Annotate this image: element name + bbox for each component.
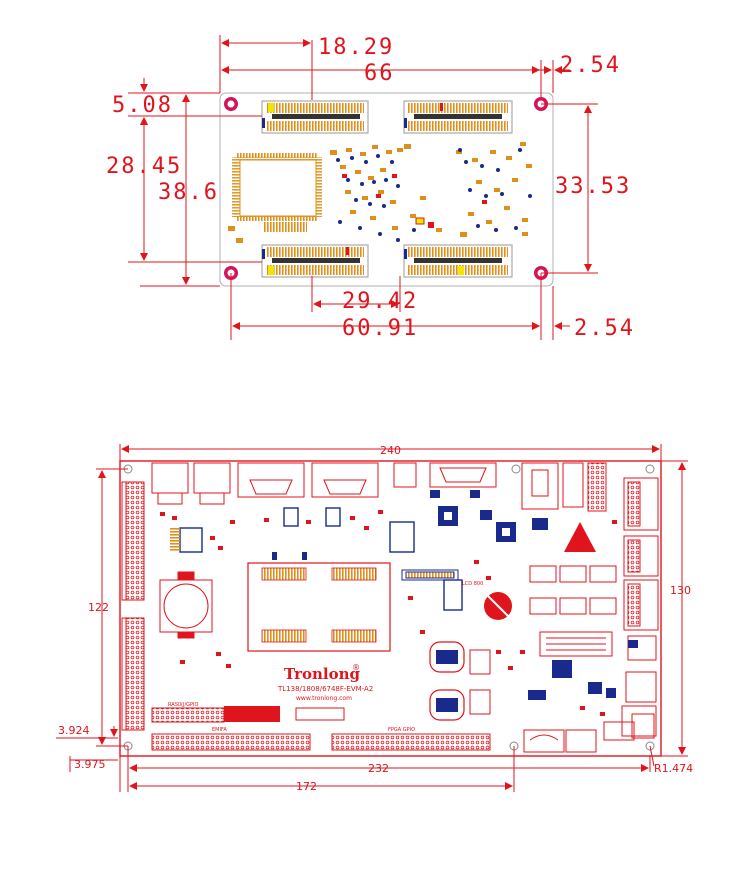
brand-logo-text: Tronlong bbox=[284, 665, 360, 683]
led-switch-array bbox=[529, 565, 617, 657]
lcd-connector bbox=[401, 569, 459, 581]
dim-eval-hole-pitch-horizontal: 232 bbox=[368, 762, 389, 775]
eval-hole-mid-right bbox=[511, 464, 521, 474]
core-main-chip bbox=[232, 153, 322, 232]
dim-core-bottom-right-offset: 2.54 bbox=[574, 316, 635, 341]
eval-ics bbox=[170, 490, 638, 700]
left-header-lower bbox=[125, 617, 145, 731]
core-connector-bottom-right bbox=[403, 244, 513, 278]
right-header-2 bbox=[623, 535, 659, 577]
core-board-outline bbox=[219, 92, 554, 287]
dim-eval-left-hole-pitch: 122 bbox=[88, 601, 109, 614]
dim-eval-hole-x-left: 3.924 bbox=[58, 724, 90, 737]
dim-eval-partial-length: 172 bbox=[296, 780, 317, 793]
right-header-3 bbox=[623, 579, 659, 631]
dim-core-total-height: 38.6 bbox=[158, 180, 219, 205]
core-connector-top-right bbox=[403, 100, 513, 134]
dim-core-conn-width: 18.29 bbox=[318, 35, 394, 60]
dim-core-top-hole-offset: 5.08 bbox=[112, 93, 173, 118]
emifa-label: EMIFA bbox=[212, 727, 227, 733]
left-header-upper bbox=[125, 481, 145, 601]
core-connector-bottom-left bbox=[261, 244, 369, 278]
dim-eval-total-height: 130 bbox=[670, 584, 691, 597]
eval-silkscreen: Tronlong ® TL138/1808/6748F-EVM-A2 www.t… bbox=[168, 581, 483, 733]
eval-left-headers bbox=[121, 481, 145, 731]
pb-free-icon: Pb bbox=[484, 592, 512, 620]
bottom-red-block bbox=[224, 706, 280, 722]
dim-core-hole-pitch-horizontal: 60.91 bbox=[342, 316, 418, 341]
esd-warning-icon: ⚡ bbox=[564, 522, 596, 552]
board-model-label: TL138/1808/6748F-EVM-A2 bbox=[277, 685, 373, 693]
eval-dimension-labels: 240 130 122 3.924 3.975 232 172 R1.474 bbox=[58, 444, 693, 793]
emifa-header bbox=[151, 733, 311, 751]
eval-passives bbox=[160, 510, 617, 716]
core-red-pads bbox=[342, 174, 487, 228]
eval-right-headers bbox=[621, 477, 659, 737]
eval-hole-top-right bbox=[645, 464, 655, 474]
eval-top-connectors bbox=[151, 462, 607, 512]
gpio-left-label: RAS0(J/GPIO bbox=[168, 702, 199, 708]
core-vias bbox=[336, 148, 532, 242]
rj45-2 bbox=[193, 462, 231, 494]
dim-eval-total-length: 240 bbox=[380, 444, 401, 457]
eval-hole-bottom-right bbox=[645, 741, 655, 751]
eval-bottom-headers bbox=[151, 706, 491, 751]
sd-slot-top bbox=[562, 462, 584, 508]
dim-eval-hole-y-bottom: 3.975 bbox=[74, 758, 106, 771]
dim-core-right-offset: 2.54 bbox=[560, 53, 621, 78]
dim-core-total-length: 66 bbox=[364, 61, 395, 86]
core-dimensions bbox=[128, 35, 598, 340]
inductors bbox=[429, 641, 491, 721]
right-header-1 bbox=[623, 477, 659, 531]
lcd-label: LCD 800 bbox=[462, 581, 483, 587]
eval-core-footprint bbox=[247, 562, 391, 652]
fpga-gpio-label: FPGA GPIO bbox=[388, 727, 415, 733]
db9-1 bbox=[237, 462, 305, 498]
gpio-header-small bbox=[151, 707, 225, 723]
coin-battery bbox=[159, 571, 213, 639]
eval-dimensions bbox=[56, 444, 688, 792]
eval-mount-holes bbox=[123, 464, 655, 751]
core-dimension-labels: 18.29 66 2.54 5.08 28.45 38.6 33.53 29.4… bbox=[106, 35, 635, 341]
dim-core-conn-pitch-vertical: 28.45 bbox=[106, 154, 182, 179]
header-top-right bbox=[587, 462, 607, 512]
vga-connector bbox=[429, 462, 497, 488]
board-url-label: www.tronlong.com bbox=[296, 695, 352, 702]
dim-core-right-hole-pitch: 33.53 bbox=[555, 174, 631, 199]
core-connector-top-left bbox=[261, 100, 369, 134]
fpga-gpio-header bbox=[331, 733, 491, 751]
core-board bbox=[219, 92, 554, 287]
dim-eval-corner-radius: R1.474 bbox=[654, 762, 693, 775]
eval-board: ⚡ Pb bbox=[119, 460, 662, 757]
brand-registered-mark: ® bbox=[352, 663, 360, 672]
core-passives bbox=[228, 142, 532, 243]
db9-2 bbox=[311, 462, 379, 498]
svg-text:⚡: ⚡ bbox=[576, 539, 583, 550]
rj45-1 bbox=[151, 462, 189, 494]
usb-port bbox=[393, 462, 417, 488]
sd-card-slot bbox=[523, 713, 655, 753]
audio-jack bbox=[521, 462, 559, 510]
dim-core-bottom-conn-span: 29.42 bbox=[342, 289, 418, 314]
